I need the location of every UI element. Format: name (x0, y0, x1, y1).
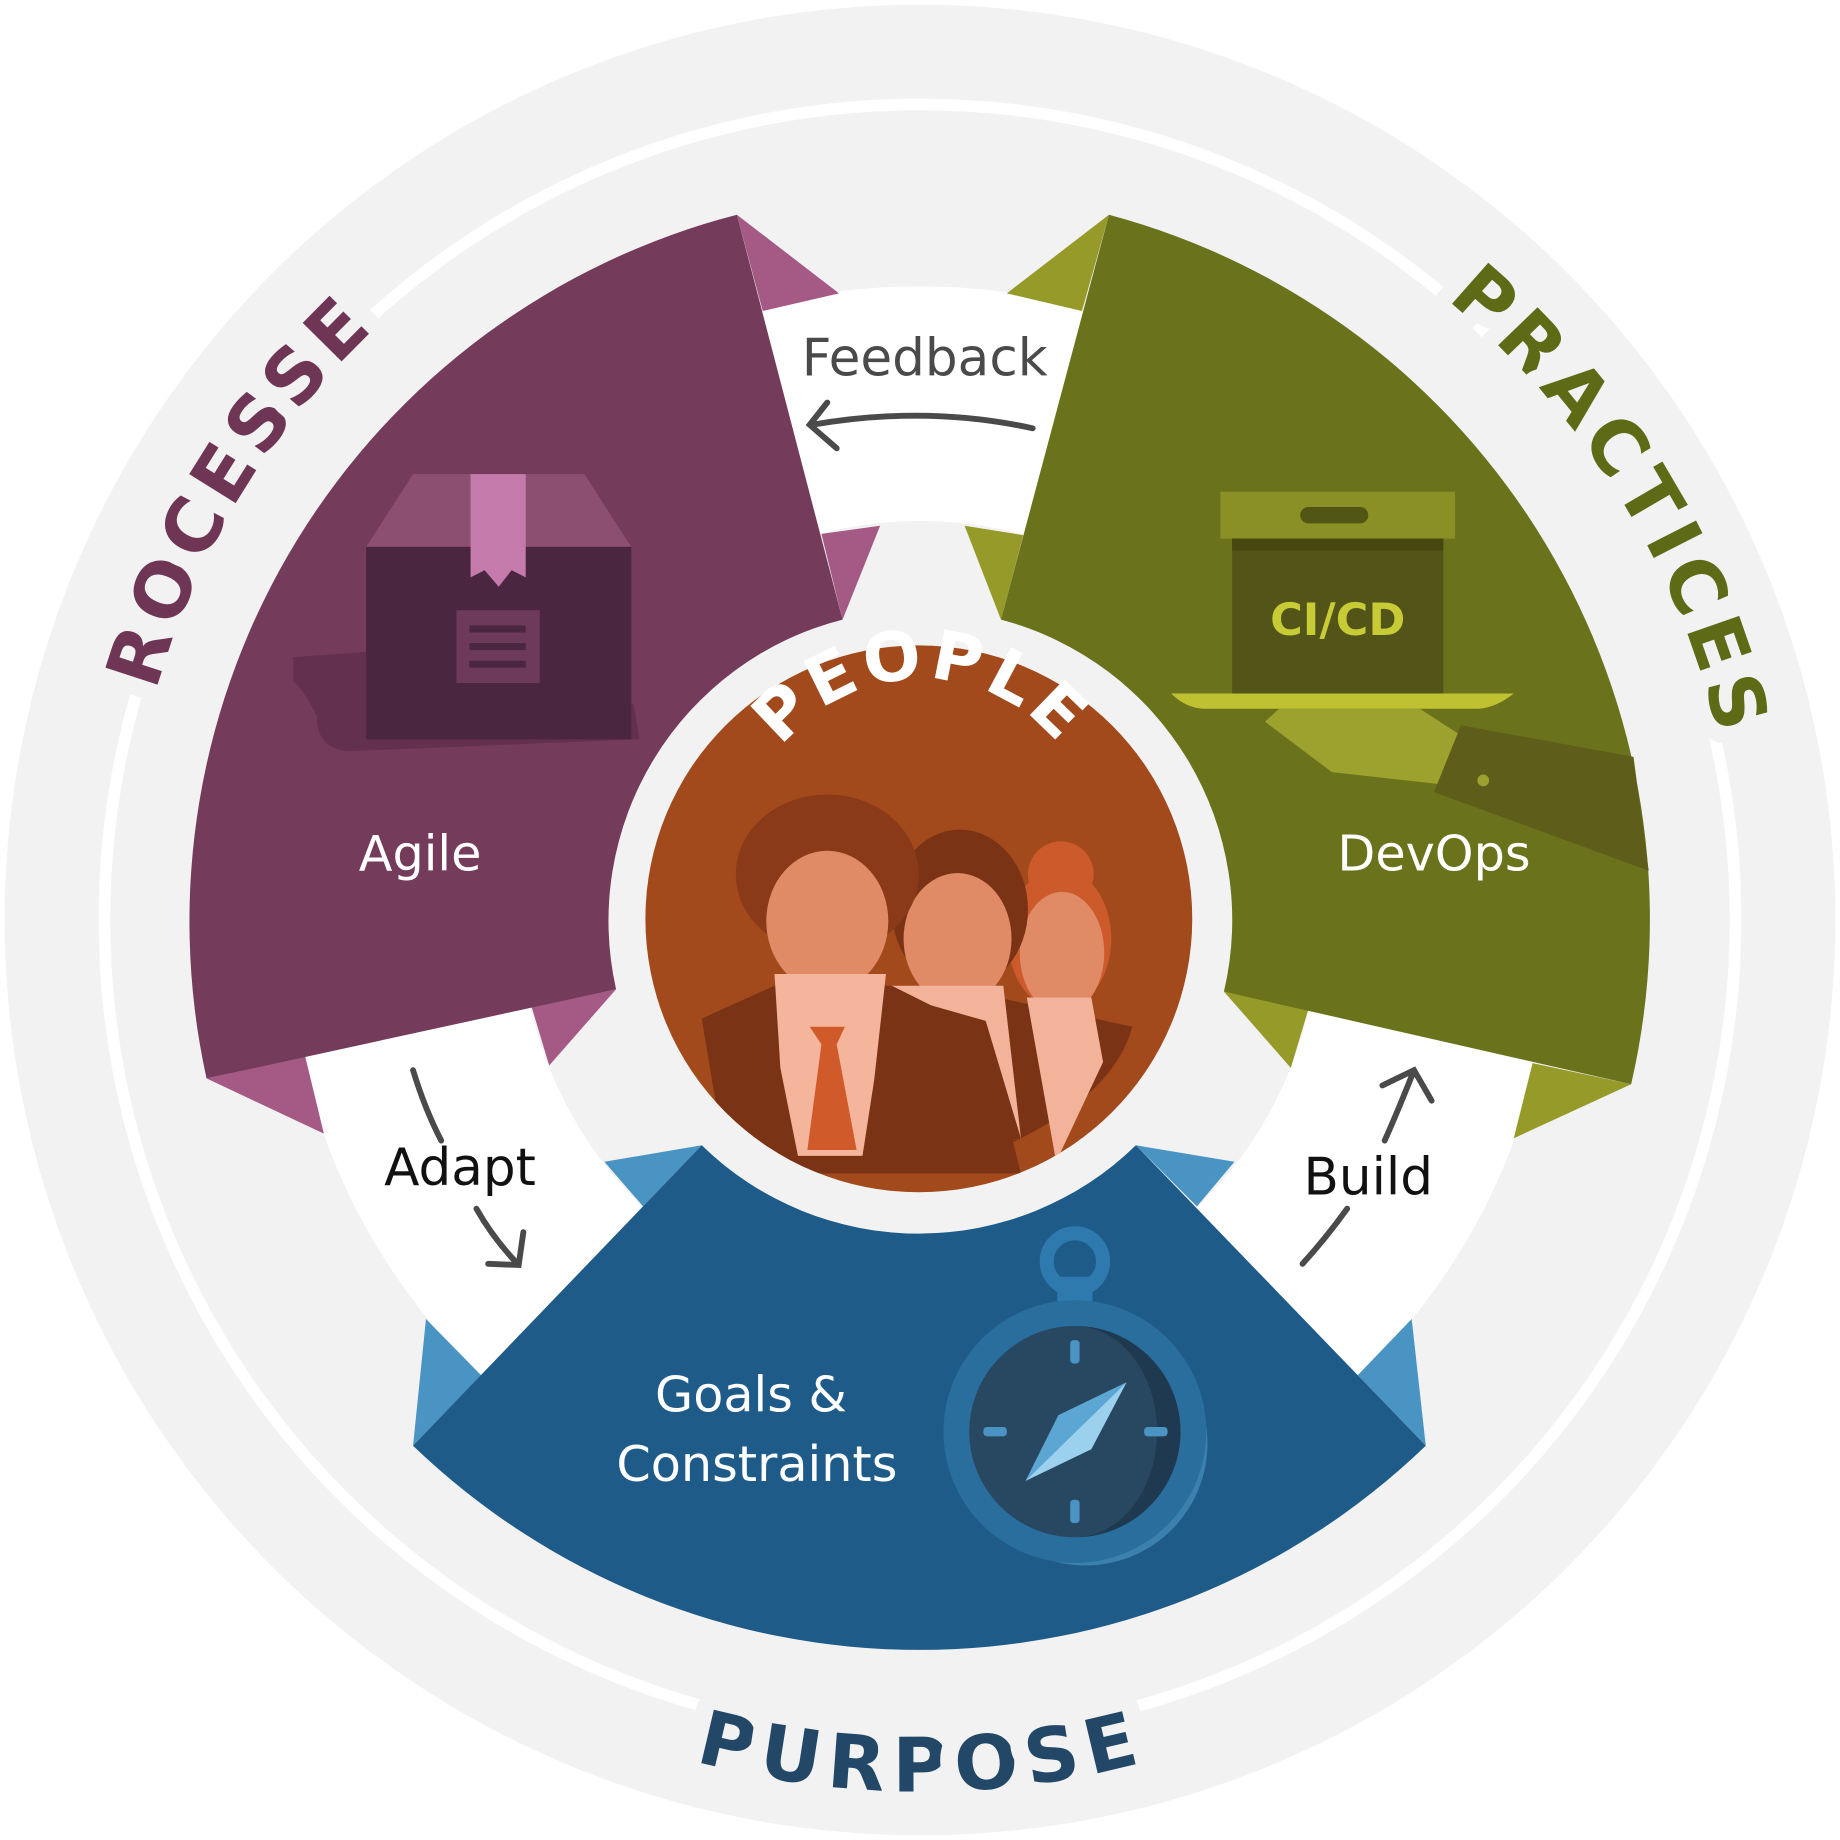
purpose-flap (413, 1318, 482, 1446)
purpose-flap (1357, 1318, 1426, 1446)
processes-flap (206, 1056, 324, 1134)
outer-white-line (98, 98, 1742, 1742)
people-group-icon (701, 794, 1133, 1174)
processes-flap (531, 989, 617, 1066)
package-box-icon (293, 474, 640, 752)
flow-adapt: Adapt (384, 1067, 536, 1269)
cicd-box-on-tray-icon: CI/CD (1171, 491, 1649, 871)
purpose-label-line1: Goals & (655, 1366, 847, 1424)
flow-build: Build (1299, 1066, 1435, 1267)
arrow-left-icon (805, 399, 1036, 452)
arrow-up-right-icon (1299, 1066, 1435, 1267)
feedback-label: Feedback (802, 329, 1048, 389)
practices-flap (1223, 991, 1309, 1068)
practices-label: DevOps (1337, 825, 1530, 883)
arrow-down-right-icon (410, 1067, 527, 1269)
segment-purpose[interactable]: Goals & Constraints (413, 1145, 1426, 1650)
processes-flap (736, 214, 840, 311)
practices-flap (964, 525, 1024, 620)
stopwatch-compass-icon (943, 1226, 1208, 1566)
adapt-label: Adapt (384, 1138, 536, 1198)
practices-flap (1006, 214, 1109, 311)
purpose-label-line2: Constraints (616, 1435, 897, 1493)
cicd-label: CI/CD (1270, 594, 1405, 646)
processes-label: Agile (359, 825, 482, 883)
purpose-flap (1135, 1145, 1235, 1207)
practices-flap (1513, 1063, 1632, 1139)
segment-processes[interactable]: Agile (189, 214, 881, 1134)
processes-flap (821, 525, 881, 620)
flow-feedback: Feedback (802, 329, 1048, 452)
purpose-flap (604, 1145, 702, 1207)
segment-practices[interactable]: CI/CD DevOps (964, 214, 1650, 1139)
build-label: Build (1303, 1148, 1433, 1208)
